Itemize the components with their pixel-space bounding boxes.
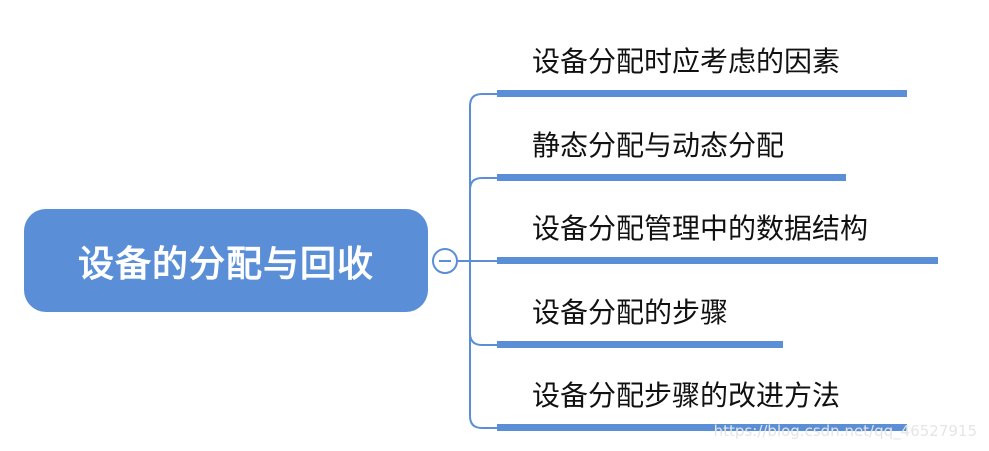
root-topic[interactable]: 设备的分配与回收 xyxy=(24,209,428,312)
branch-topic-allocation-steps[interactable]: 设备分配的步骤 xyxy=(532,296,729,329)
minus-circle-icon xyxy=(439,260,451,262)
branch-underline xyxy=(497,90,907,97)
branch-connector xyxy=(469,332,497,346)
branch-underline xyxy=(497,424,907,431)
branch-underline xyxy=(497,257,938,264)
branch-connector xyxy=(469,177,497,191)
branch-underline xyxy=(497,174,846,181)
branch-topic-allocation-factors[interactable]: 设备分配时应考虑的因素 xyxy=(532,45,841,78)
branch-topic-static-dynamic-allocation[interactable]: 静态分配与动态分配 xyxy=(532,129,785,162)
root-topic-label: 设备的分配与回收 xyxy=(77,243,374,285)
branch-topic-data-structures[interactable]: 设备分配管理中的数据结构 xyxy=(532,212,869,245)
collapse-toggle-button[interactable] xyxy=(432,248,458,274)
watermark: https://blog.csdn.net/qq_46527915 xyxy=(713,422,977,440)
branch-underline xyxy=(497,341,783,348)
branch-topic-improved-methods[interactable]: 设备分配步骤的改进方法 xyxy=(532,379,841,412)
